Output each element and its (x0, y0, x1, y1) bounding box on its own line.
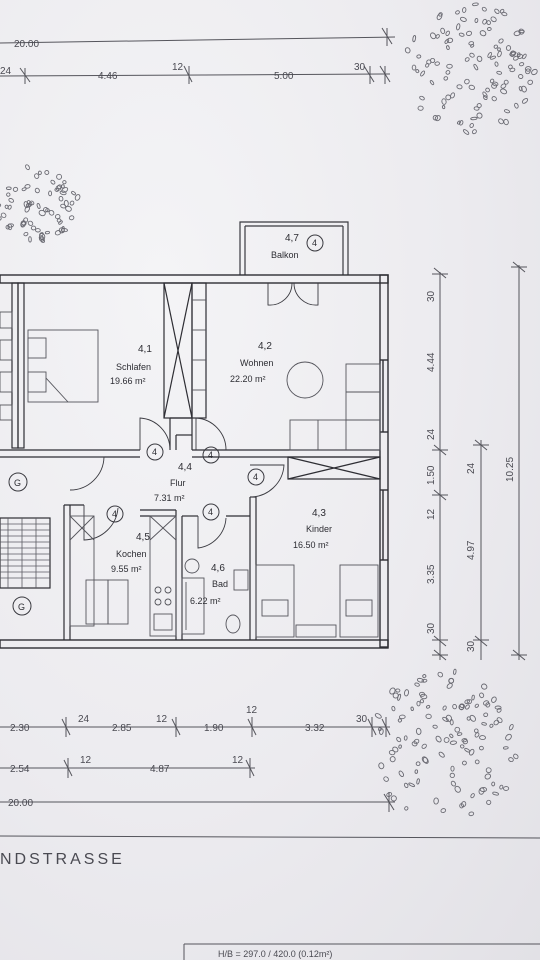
bottom-dimension-lines (0, 717, 395, 812)
svg-text:4: 4 (253, 472, 258, 482)
dim-right-mid-3: 30 (466, 640, 477, 652)
schlafen-name: Schlafen (116, 362, 151, 372)
dim-right-total: 10.25 (505, 457, 516, 482)
title-block (183, 943, 540, 960)
dim-top-4: 5.00 (274, 71, 294, 82)
exterior-walls (0, 274, 389, 649)
wohnen-number: 4,2 (258, 341, 272, 352)
dim-right-2: 4.44 (426, 352, 437, 372)
dim-bottom2-1: 2.54 (10, 764, 30, 775)
svg-text:4: 4 (208, 450, 213, 460)
furniture (0, 299, 381, 638)
svg-text:4: 4 (312, 238, 317, 248)
dim-bottom1-1: 2.30 (10, 723, 30, 734)
bad-area: 6.22 m² (190, 596, 221, 606)
dim-bottom1-7: 3.32 (305, 723, 325, 734)
svg-text:4: 4 (152, 447, 157, 457)
dim-top-3: 12 (172, 62, 184, 73)
door-tag-schlafen: 4 (146, 443, 164, 461)
kinder-area: 16.50 m² (293, 540, 329, 550)
dim-bottom1-8: 30 (356, 714, 368, 725)
dim-right-mid-2: 4.97 (466, 540, 477, 560)
svg-text:4: 4 (208, 507, 213, 517)
dim-bottom-total: 20.00 (8, 798, 33, 809)
sheet-size-note: H/B = 297.0 / 420.0 (0.12m²) (218, 949, 332, 959)
door-tag-wohnen: 4 (202, 446, 220, 464)
balcony (239, 221, 349, 275)
dim-bottom2-2: 12 (80, 755, 92, 766)
top-dimension-lines (0, 27, 396, 84)
street-line (0, 835, 540, 839)
bad-name: Bad (212, 579, 228, 589)
kochen-name: Kochen (116, 549, 147, 559)
stair-tag-upper: G (8, 472, 28, 492)
dim-right-mid-1: 24 (466, 462, 477, 474)
wohnen-name: Wohnen (240, 358, 273, 368)
svg-text:4: 4 (112, 509, 117, 519)
dim-top-1: 24 (0, 66, 12, 77)
kinder-number: 4,3 (312, 508, 326, 519)
dim-bottom1-3: 2.85 (112, 723, 132, 734)
dim-top-5: 30 (354, 62, 366, 73)
dim-top-total: 20.00 (14, 39, 39, 50)
dim-bottom1-6: 12 (246, 705, 258, 716)
door-tag-bad: 4 (202, 503, 220, 521)
dim-top-2: 4.46 (98, 71, 118, 82)
dim-right-1: 30 (426, 290, 437, 302)
stair-tag-lower: G (12, 596, 32, 616)
balkon-name: Balkon (271, 250, 299, 260)
schlafen-number: 4,1 (138, 344, 152, 355)
dim-right-3: 24 (426, 428, 437, 440)
dim-bottom1-5: 1.90 (204, 723, 224, 734)
kochen-number: 4,5 (136, 532, 150, 543)
dim-bottom2-4: 12 (232, 755, 244, 766)
door-tag-kochen: 4 (106, 505, 124, 523)
balkon-door-tag: 4 (306, 234, 324, 252)
tree-symbol-top-right (404, 2, 538, 135)
dim-right-4: 1.50 (426, 465, 437, 485)
flur-name: Flur (170, 478, 186, 488)
door-tag-kinder: 4 (247, 468, 265, 486)
tree-symbol-bottom-right (374, 668, 519, 817)
door-swings (69, 282, 319, 549)
svg-text:G: G (14, 478, 21, 488)
flur-area: 7.31 m² (154, 493, 185, 503)
dim-right-7: 30 (426, 622, 437, 634)
schlafen-area: 19.66 m² (110, 376, 146, 386)
flur-number: 4,4 (178, 462, 192, 473)
wohnen-area: 22.20 m² (230, 374, 266, 384)
dim-bottom1-4: 12 (156, 714, 168, 725)
dim-right-6: 3.35 (426, 564, 437, 584)
right-dimension-lines (432, 261, 527, 661)
street-name: NDSTRASSE (0, 851, 125, 868)
tree-symbol-top-left (0, 164, 81, 243)
dim-right-5: 12 (426, 508, 437, 520)
staircase (0, 518, 50, 588)
kinder-name: Kinder (306, 524, 332, 534)
dim-bottom1-2: 24 (78, 714, 90, 725)
kochen-area: 9.55 m² (111, 564, 142, 574)
svg-text:G: G (18, 602, 25, 612)
bad-number: 4,6 (211, 563, 225, 574)
balkon-number: 4,7 (285, 233, 299, 244)
dim-bottom2-3: 4.87 (150, 764, 170, 775)
